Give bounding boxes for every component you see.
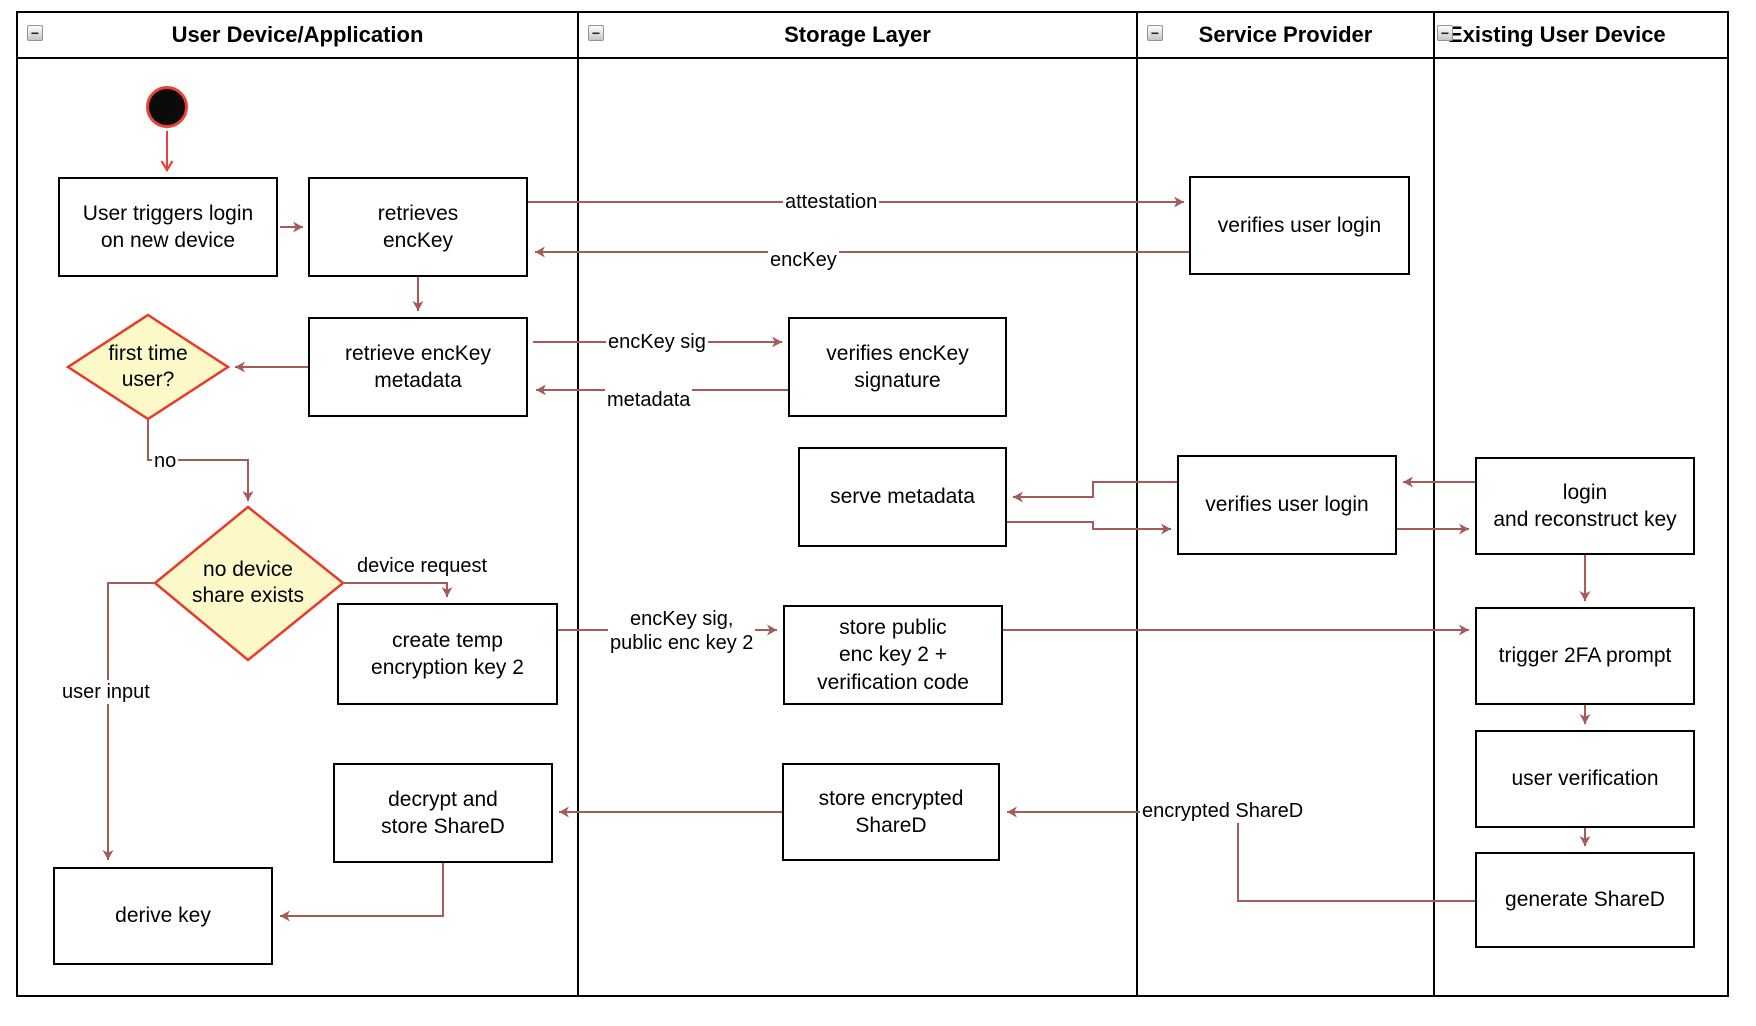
node-store-public-enc-key-2[interactable]: store public enc key 2 + verification co… bbox=[783, 605, 1003, 705]
edge-no-branch bbox=[147, 419, 254, 501]
node-trigger-2fa-prompt[interactable]: trigger 2FA prompt bbox=[1475, 607, 1695, 705]
node-decrypt-and-store-shared[interactable]: decrypt and store ShareD bbox=[333, 763, 553, 863]
collapse-icon[interactable]: − bbox=[588, 25, 604, 41]
lane-header-existing-user-device[interactable]: Existing User Device bbox=[1448, 22, 1666, 47]
edge-label-enckey-sig: encKey sig bbox=[606, 330, 708, 354]
decision-no-device-share-exists[interactable] bbox=[153, 505, 345, 662]
node-login-and-reconstruct-key[interactable]: login and reconstruct key bbox=[1475, 457, 1695, 555]
lane-header-user-device-application[interactable]: User Device/Application bbox=[171, 22, 424, 47]
collapse-icon[interactable]: − bbox=[27, 25, 43, 41]
edge-device-request bbox=[343, 582, 453, 597]
decision-label-no-device-share-exists: no device share exists bbox=[191, 557, 305, 607]
node-derive-key[interactable]: derive key bbox=[53, 867, 273, 965]
edge-label-enckey-sig-public: encKey sig, public enc key 2 bbox=[608, 607, 756, 655]
edge-decrypt-to-derive-key bbox=[280, 863, 444, 922]
edge-user-input bbox=[102, 582, 155, 860]
node-verifies-user-login-mid[interactable]: verifies user login bbox=[1177, 455, 1397, 555]
edge-label-encrypted-shared: encrypted ShareD bbox=[1140, 799, 1306, 823]
node-verifies-enckey-signature[interactable]: verifies encKey signature bbox=[788, 317, 1007, 417]
node-retrieve-enckey-metadata[interactable]: retrieve encKey metadata bbox=[308, 317, 528, 417]
node-verifies-user-login-top[interactable]: verifies user login bbox=[1189, 176, 1410, 275]
edge-serve-metadata-to-verifies bbox=[1007, 521, 1171, 535]
node-retrieves-enckey[interactable]: retrieves encKey bbox=[308, 177, 528, 277]
pool-outer-border bbox=[16, 11, 1729, 997]
edge-label-user-input: user input bbox=[60, 680, 152, 704]
edge-label-metadata: metadata bbox=[605, 388, 693, 412]
collapse-icon[interactable]: − bbox=[1147, 25, 1163, 41]
node-create-temp-encryption-key-2[interactable]: create temp encryption key 2 bbox=[337, 603, 558, 705]
edge-label-device-request: device request bbox=[357, 555, 488, 577]
node-user-verification[interactable]: user verification bbox=[1475, 730, 1695, 828]
node-generate-shared[interactable]: generate ShareD bbox=[1475, 852, 1695, 948]
edge-encrypted-shared bbox=[1007, 806, 1475, 902]
collapse-icon[interactable]: − bbox=[1437, 25, 1453, 41]
swimlane-frame bbox=[16, 11, 1729, 997]
start-node[interactable] bbox=[146, 86, 188, 128]
edge-label-enckey: encKey bbox=[768, 248, 839, 272]
edge-verifies-to-serve-metadata bbox=[1013, 481, 1177, 503]
lane-header-storage-layer[interactable]: Storage Layer bbox=[784, 22, 931, 47]
edge-label-no: no bbox=[152, 449, 179, 473]
edge-label-attestation: attestation bbox=[783, 190, 880, 214]
decision-label-first-time-user: first time user? bbox=[108, 341, 188, 391]
node-user-triggers-login[interactable]: User triggers login on new device bbox=[58, 177, 278, 277]
node-serve-metadata[interactable]: serve metadata bbox=[798, 447, 1007, 547]
lane-header-service-provider[interactable]: Service Provider bbox=[1198, 22, 1373, 47]
node-store-encrypted-shared[interactable]: store encrypted ShareD bbox=[782, 763, 1000, 861]
